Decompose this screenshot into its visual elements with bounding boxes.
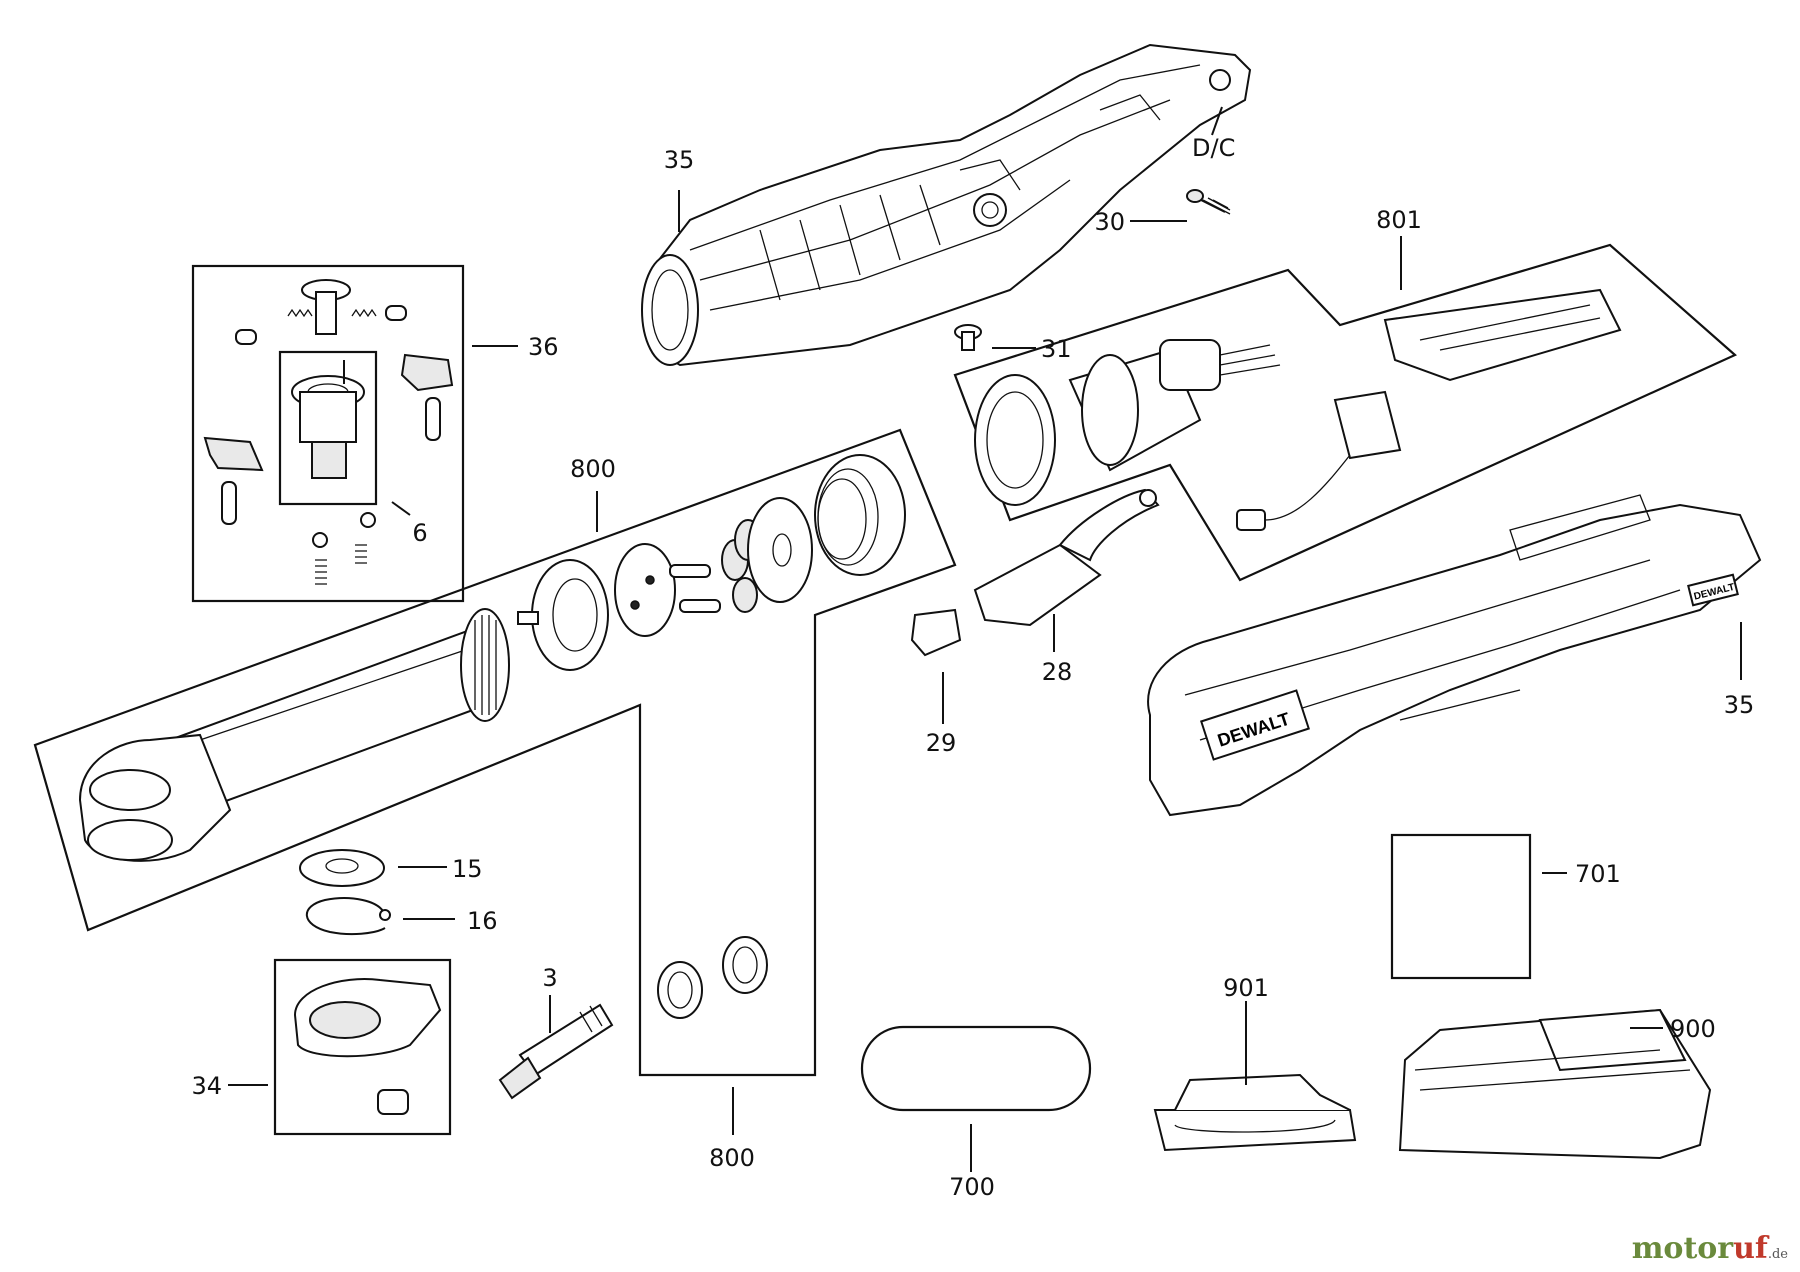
circlip-16 bbox=[305, 897, 391, 936]
screw-31 bbox=[954, 324, 982, 351]
spindle-3 bbox=[498, 1003, 614, 1100]
callout-30: 30 bbox=[1094, 208, 1125, 236]
callout-29: 29 bbox=[926, 729, 957, 757]
battery-901 bbox=[1153, 1073, 1357, 1152]
leader-lines bbox=[228, 106, 1742, 1172]
callout-35-top: 35 bbox=[664, 146, 695, 174]
watermark-main: motor bbox=[1631, 1231, 1734, 1266]
callout-701: 701 bbox=[1575, 860, 1621, 888]
callout-34: 34 bbox=[191, 1072, 222, 1100]
callout-dc: D/C bbox=[1192, 134, 1235, 162]
housing-half-top bbox=[641, 43, 1252, 367]
watermark-suffix: .de bbox=[1767, 1247, 1788, 1262]
callout-31: 31 bbox=[1041, 335, 1072, 363]
callout-28: 28 bbox=[1042, 658, 1073, 686]
part-700-placeholder bbox=[860, 1025, 1092, 1112]
group-36-box bbox=[191, 264, 465, 603]
callout-6: 6 bbox=[412, 519, 427, 547]
assembled-tool: DEWALT DEWALT bbox=[1147, 494, 1762, 817]
callout-901: 901 bbox=[1223, 974, 1269, 1002]
group-800-box bbox=[33, 428, 957, 1077]
callout-801: 801 bbox=[1376, 206, 1422, 234]
callout-3: 3 bbox=[542, 964, 557, 992]
callout-16: 16 bbox=[467, 907, 498, 935]
callout-800-top: 800 bbox=[570, 455, 616, 483]
charger-900 bbox=[1398, 1008, 1712, 1160]
callout-700: 700 bbox=[949, 1173, 995, 1201]
part-701-placeholder bbox=[1390, 833, 1532, 980]
callout-35-right: 35 bbox=[1724, 691, 1755, 719]
callout-36: 36 bbox=[528, 333, 559, 361]
trigger-28 bbox=[973, 488, 1160, 627]
watermark-accent: uf bbox=[1733, 1231, 1768, 1266]
part-29 bbox=[910, 608, 962, 657]
screw-30 bbox=[1186, 189, 1231, 215]
callout-800-bottom: 800 bbox=[709, 1144, 755, 1172]
callout-15: 15 bbox=[452, 855, 483, 883]
group-34-box bbox=[273, 958, 452, 1136]
watermark-logo: motoruf.de bbox=[1632, 1231, 1788, 1266]
callout-900: 900 bbox=[1670, 1015, 1716, 1043]
washer-15 bbox=[299, 849, 385, 887]
group-801-box bbox=[953, 243, 1738, 582]
callout-labels: D/C 30 35 801 36 31 6 800 28 29 35 15 16… bbox=[191, 134, 1754, 1201]
